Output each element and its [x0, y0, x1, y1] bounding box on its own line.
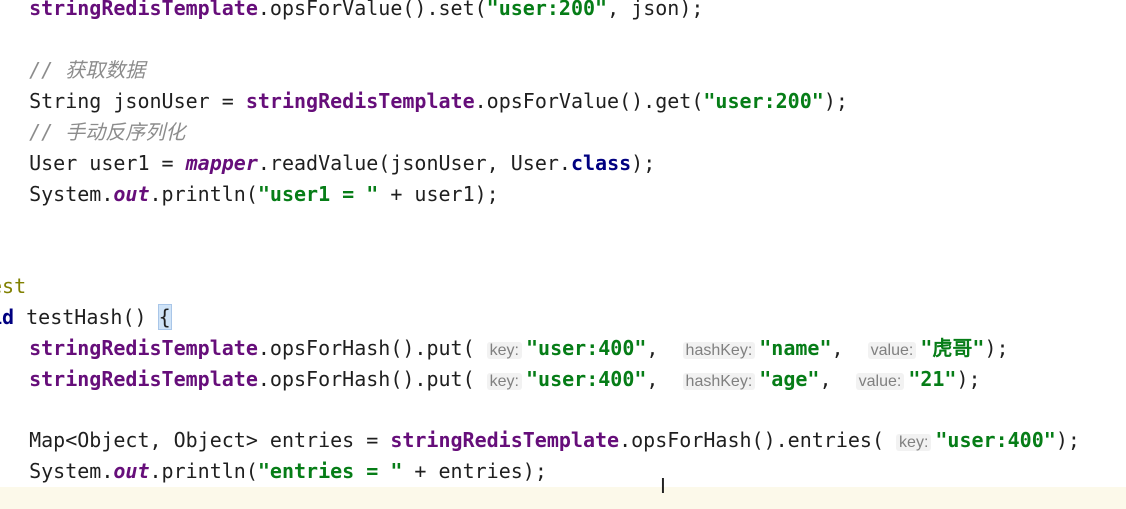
code-token: System.: [5, 459, 114, 483]
code-token: [5, 367, 29, 391]
code-token: String jsonUser =: [5, 89, 246, 113]
code-line-annotation-test[interactable]: est: [0, 271, 26, 302]
code-token: );: [956, 367, 981, 391]
code-line-method-test-hash[interactable]: id testHash() {: [0, 302, 172, 333]
string-literal: "user1 = ": [257, 182, 379, 206]
code-token: Map<Object, Object> entries =: [5, 428, 391, 452]
parameter-hint: key:: [486, 373, 522, 390]
code-token: [5, 336, 29, 360]
string-literal: "user:400": [526, 367, 647, 391]
code-token: .opsForHash().put(: [257, 367, 487, 391]
code-line-comment-deserialize[interactable]: // 手动反序列化: [5, 117, 185, 148]
string-literal: "age": [759, 367, 820, 391]
keyword: id: [0, 305, 15, 329]
field-reference: mapper: [185, 151, 258, 175]
code-token: );: [1055, 428, 1080, 452]
parameter-hint: key:: [486, 342, 522, 359]
code-token: System.: [5, 182, 114, 206]
code-token: .println(: [149, 182, 258, 206]
parameter-hint: value:: [855, 373, 905, 390]
annotation: est: [0, 274, 27, 298]
field-reference: stringRedisTemplate: [29, 367, 258, 391]
parameter-hint: key:: [896, 434, 932, 451]
code-token: );: [823, 89, 848, 113]
code-token: ,: [646, 336, 683, 360]
code-token: .opsForHash().put(: [257, 336, 487, 360]
comment: // 手动反序列化: [29, 120, 186, 144]
text-cursor-icon: I: [660, 474, 666, 498]
string-literal: "21": [908, 367, 957, 391]
code-token: testHash(): [14, 305, 159, 329]
code-line-print-entries[interactable]: System.out.println("entries = " + entrie…: [5, 456, 547, 487]
code-token: User user1 =: [5, 151, 186, 175]
code-token: + entries);: [402, 459, 547, 483]
field-reference: out: [113, 182, 150, 206]
matched-brace: {: [157, 304, 172, 330]
code-line-put-name[interactable]: stringRedisTemplate.opsForHash().put( ke…: [5, 333, 1009, 364]
code-token: ,: [831, 336, 868, 360]
string-literal: "name": [759, 336, 832, 360]
code-token: [5, 0, 29, 20]
code-token: [5, 58, 29, 82]
code-token: ,: [646, 367, 683, 391]
code-token: );: [984, 336, 1009, 360]
field-reference: out: [113, 459, 150, 483]
field-reference: stringRedisTemplate: [29, 336, 258, 360]
code-token: .opsForValue().get(: [474, 89, 704, 113]
code-token: [5, 120, 29, 144]
code-token: .opsForHash().entries(: [619, 428, 897, 452]
code-token: ,: [819, 367, 856, 391]
code-line-get-json-user[interactable]: String jsonUser = stringRedisTemplate.op…: [5, 86, 848, 117]
code-line-print-user1[interactable]: System.out.println("user1 = " + user1);: [5, 179, 499, 210]
string-literal: "虎哥": [920, 336, 985, 360]
parameter-hint: hashKey:: [682, 342, 756, 359]
field-reference: stringRedisTemplate: [245, 89, 475, 113]
code-token: .println(: [149, 459, 258, 483]
code-token: .opsForValue().set(: [257, 0, 487, 20]
code-line-set-user[interactable]: stringRedisTemplate.opsForValue().set("u…: [5, 0, 703, 24]
string-literal: "entries = ": [257, 459, 403, 483]
code-line-read-value[interactable]: User user1 = mapper.readValue(jsonUser, …: [5, 148, 655, 179]
code-line-put-age[interactable]: stringRedisTemplate.opsForHash().put( ke…: [5, 364, 981, 395]
code-line-comment-get-data[interactable]: // 获取数据: [5, 55, 145, 86]
field-reference: stringRedisTemplate: [29, 0, 258, 20]
parameter-hint: hashKey:: [682, 373, 756, 390]
string-literal: "user:200": [703, 89, 824, 113]
string-literal: "user:400": [526, 336, 647, 360]
field-reference: stringRedisTemplate: [390, 428, 620, 452]
code-token: .readValue(jsonUser, User.: [257, 151, 571, 175]
code-line-entries[interactable]: Map<Object, Object> entries = stringRedi…: [5, 425, 1080, 456]
comment: // 获取数据: [29, 58, 146, 82]
code-token: , json);: [607, 0, 704, 20]
current-line-highlight: [0, 487, 1126, 509]
keyword: class: [570, 151, 632, 175]
code-token: );: [631, 151, 656, 175]
code-token: + user1);: [378, 182, 499, 206]
string-literal: "user:400": [935, 428, 1056, 452]
string-literal: "user:200": [486, 0, 608, 20]
parameter-hint: value:: [867, 342, 917, 359]
